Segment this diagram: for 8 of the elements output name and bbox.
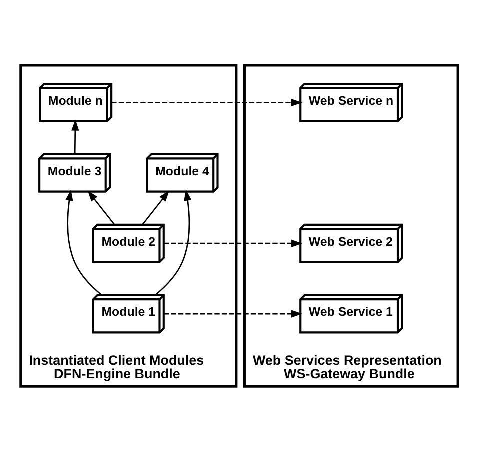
arrow: [142, 190, 170, 225]
arrow: [155, 189, 192, 296]
arrow: [164, 239, 303, 247]
arrow: [112, 98, 302, 106]
arrow: [72, 119, 80, 154]
arrow: [88, 190, 116, 225]
arrow: [66, 189, 102, 296]
arrow: [164, 310, 303, 318]
